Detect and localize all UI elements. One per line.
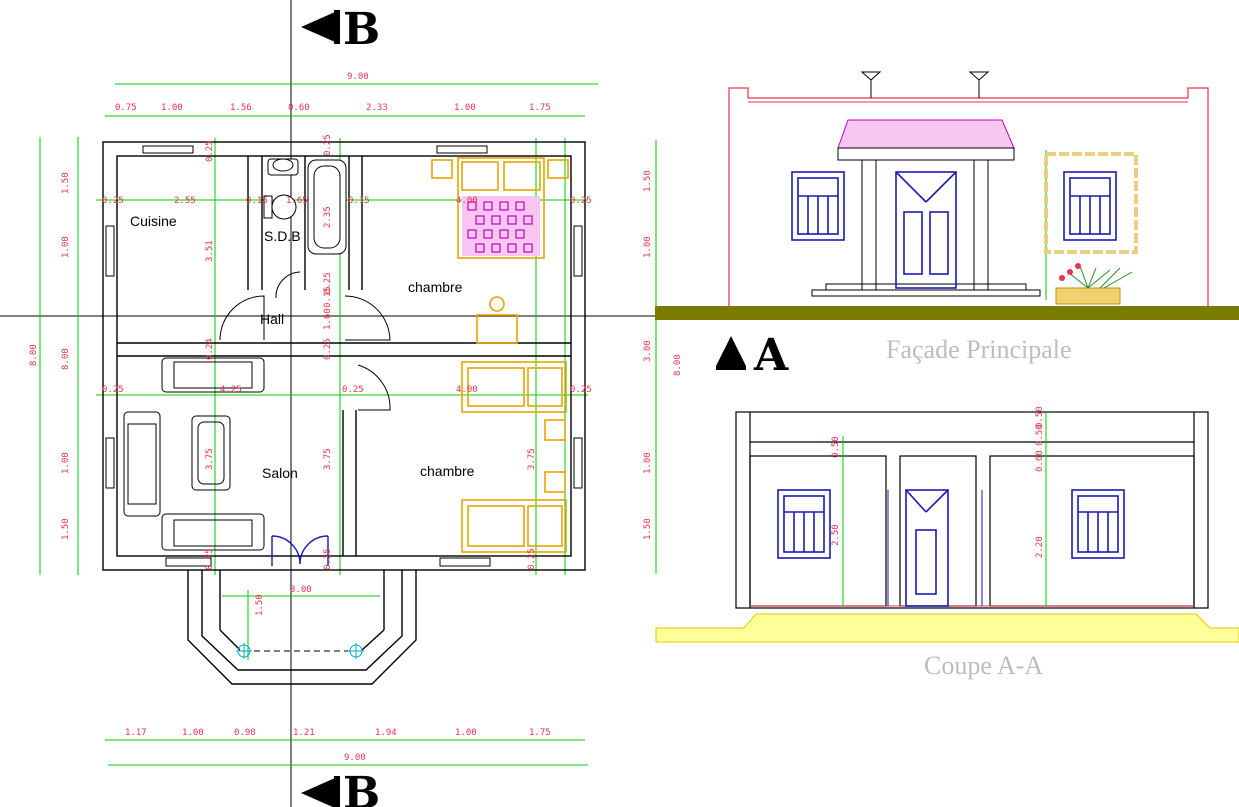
- dim-top-total: 9.00: [347, 72, 369, 82]
- dim-inner: 3.51: [205, 240, 215, 262]
- dim-bottom-seg: 1.00: [455, 728, 477, 738]
- dim-inner: 1.60: [323, 308, 333, 330]
- dim-inner: 0.25: [323, 338, 333, 360]
- dim-inner: 3.00: [290, 585, 312, 595]
- dim-left-seg: 1.50: [61, 172, 71, 194]
- floor-plan: 9.00 0.75 1.00 1.56 0.60 2.33 1.00 1.75 …: [29, 72, 598, 766]
- dim-left-inner: 8.00: [61, 348, 71, 370]
- dim-coupe: 0.50: [1035, 406, 1045, 428]
- dim-bottom-total: 9.00: [344, 753, 366, 763]
- dim-bottom-seg: 0.98: [234, 728, 256, 738]
- dim-inner: 0.25: [323, 548, 333, 570]
- dim-bottom-segments: 1.17 1.00 0.98 1.21 1.94 1.00 1.75: [125, 728, 551, 738]
- dim-bottom-seg: 1.00: [182, 728, 204, 738]
- dim-inner: 0.15: [323, 286, 333, 308]
- section-b-letter-top: B: [343, 4, 380, 55]
- dim-left-seg: 1.00: [61, 236, 71, 258]
- section-marker-b-top: B: [301, 4, 380, 55]
- dim-coupe: 2.50: [831, 524, 841, 546]
- room-label-sdb: S.D.B: [264, 228, 301, 244]
- dim-inner: 0.25: [570, 385, 592, 395]
- section-marker-b-bottom: B: [301, 768, 380, 807]
- dim-coupe: 0.50: [1035, 424, 1045, 446]
- section-b-letter-bottom: B: [343, 768, 380, 807]
- dim-inner: 0.25: [102, 196, 124, 206]
- dim-inner: 1.50: [255, 594, 265, 616]
- dim-top-seg: 1.56: [230, 103, 252, 113]
- dim-bottom-seg: 1.75: [529, 728, 551, 738]
- dim-inner: 0.25: [205, 548, 215, 570]
- dim-inner: 0.25: [323, 272, 333, 294]
- room-label-chambre-bottom: chambre: [420, 463, 475, 479]
- dim-inner: 0.15: [348, 196, 370, 206]
- dim-left-seg: 1.50: [61, 518, 71, 540]
- dim-top-seg: 0.75: [115, 103, 137, 113]
- dim-inner: 0.25: [527, 548, 537, 570]
- dim-inner: 2.55: [174, 196, 196, 206]
- dim-bottom-seg: 1.94: [375, 728, 397, 738]
- section-marker-a: A: [716, 330, 789, 381]
- room-label-cuisine: Cuisine: [130, 213, 177, 229]
- dim-top-segments: 0.75 1.00 1.56 0.60 2.33 1.00 1.75: [115, 103, 551, 113]
- dim-inner: 0.25: [102, 385, 124, 395]
- dim-inner: 0.24: [205, 338, 215, 360]
- dim-inner: 3.75: [323, 448, 333, 470]
- dim-top-seg: 2.33: [366, 103, 388, 113]
- dim-coupe-left: 1.50: [643, 518, 653, 540]
- dim-facade: 1.00: [643, 236, 653, 258]
- section-a-letter: A: [753, 330, 789, 381]
- dim-inner: 4.25: [220, 385, 242, 395]
- dim-left-outer: 8.00: [29, 344, 39, 366]
- dim-bottom-seg: 1.21: [293, 728, 315, 738]
- dim-facade-height: 8.00: [673, 354, 683, 376]
- dim-coupe: 0.60: [1035, 450, 1045, 472]
- dim-inner: 4.00: [456, 385, 478, 395]
- dim-coupe-left: 1.00: [643, 452, 653, 474]
- dim-bottom-seg: 1.17: [125, 728, 147, 738]
- facade-title: Façade Principale: [886, 335, 1072, 364]
- dim-top-seg: 1.75: [529, 103, 551, 113]
- coupe-title: Coupe A-A: [924, 651, 1043, 680]
- dim-inner: 0.15: [246, 196, 268, 206]
- room-label-hall: Hall: [260, 311, 284, 327]
- dim-facade-mid: 3.00: [643, 340, 653, 362]
- dim-left-seg: 1.00: [61, 452, 71, 474]
- dim-inner: 0.25: [342, 385, 364, 395]
- dim-facade: 1.50: [643, 170, 653, 192]
- dim-inner: 4.00: [456, 196, 478, 206]
- dim-inner: 3.75: [527, 448, 537, 470]
- dim-coupe: 0.50: [831, 436, 841, 458]
- dim-inner: 3.75: [205, 448, 215, 470]
- room-label-chambre-top: chambre: [408, 279, 463, 295]
- dim-inner: 2.35: [323, 206, 333, 228]
- facade-elevation: 1.50 1.00 8.00 3.00 1.00 1.50: [643, 71, 1239, 574]
- dim-top-seg: 0.60: [288, 103, 310, 113]
- dim-inner: 1.65: [286, 196, 308, 206]
- dim-inner: 0.25: [205, 140, 215, 162]
- dim-inner: 0.25: [570, 196, 592, 206]
- dim-top-seg: 1.00: [454, 103, 476, 113]
- room-label-salon: Salon: [262, 465, 298, 481]
- dim-coupe: 2.20: [1035, 536, 1045, 558]
- section-a-a: 0.50 2.50 0.60 0.50 0.50 2.20 Coupe A-A: [655, 406, 1239, 680]
- dim-inner: 0.25: [323, 134, 333, 156]
- dim-top-seg: 1.00: [161, 103, 183, 113]
